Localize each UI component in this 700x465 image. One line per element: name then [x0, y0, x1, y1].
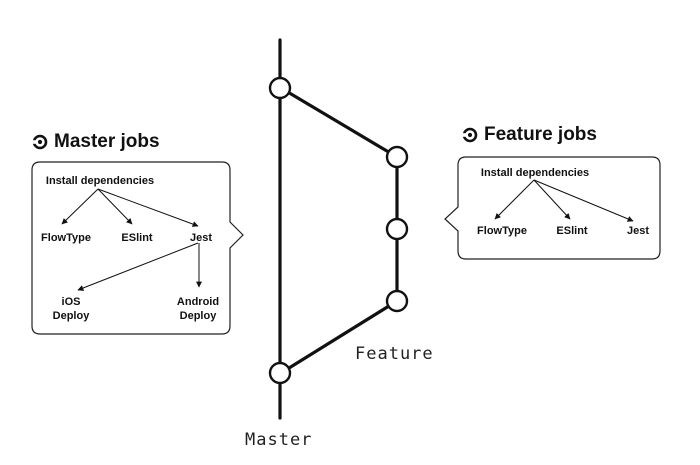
ios-deploy-line2: Deploy [52, 310, 90, 322]
master-jest-job: Jest [189, 232, 213, 244]
android-deploy-line1: Android [176, 296, 220, 308]
master-commit-node [268, 361, 292, 385]
feature-jest-job: Jest [626, 225, 650, 237]
master-install-dependencies: Install dependencies [45, 175, 155, 187]
feature-jobs-box [444, 156, 661, 260]
feature-flowtype-job: FlowType [477, 225, 527, 237]
master-commit-node [268, 76, 292, 100]
master-job-arrows [61, 188, 202, 291]
master-android-deploy-job: Android Deploy [177, 295, 219, 323]
master-jobs-box [31, 161, 244, 335]
android-deploy-line2: Deploy [179, 310, 217, 322]
feature-commit-node [385, 217, 409, 241]
master-flowtype-job: FlowType [41, 232, 91, 244]
git-graph [278, 38, 399, 420]
master-jobs-title: Master jobs [54, 131, 160, 152]
feature-fork-line [279, 86, 399, 159]
feature-merge-line [279, 299, 399, 375]
commit-nodes [268, 76, 409, 385]
feature-install-dependencies: Install dependencies [480, 167, 590, 179]
circleci-icon [32, 134, 48, 150]
feature-jobs-heading: Feature jobs [462, 124, 597, 146]
circleci-icon [462, 127, 478, 143]
ios-deploy-line1: iOS [61, 296, 81, 308]
master-branch-label: Master [245, 430, 313, 450]
master-eslint-job: ESlint [121, 232, 153, 244]
feature-jobs-title: Feature jobs [484, 124, 597, 145]
feature-eslint-job: ESlint [556, 225, 588, 237]
feature-commit-node [385, 145, 409, 169]
feature-branch-label: Feature [355, 344, 434, 364]
master-jobs-heading: Master jobs [32, 131, 160, 153]
feature-job-arrows [494, 179, 634, 222]
feature-commit-node [385, 289, 409, 313]
master-ios-deploy-job: iOS Deploy [53, 295, 90, 323]
